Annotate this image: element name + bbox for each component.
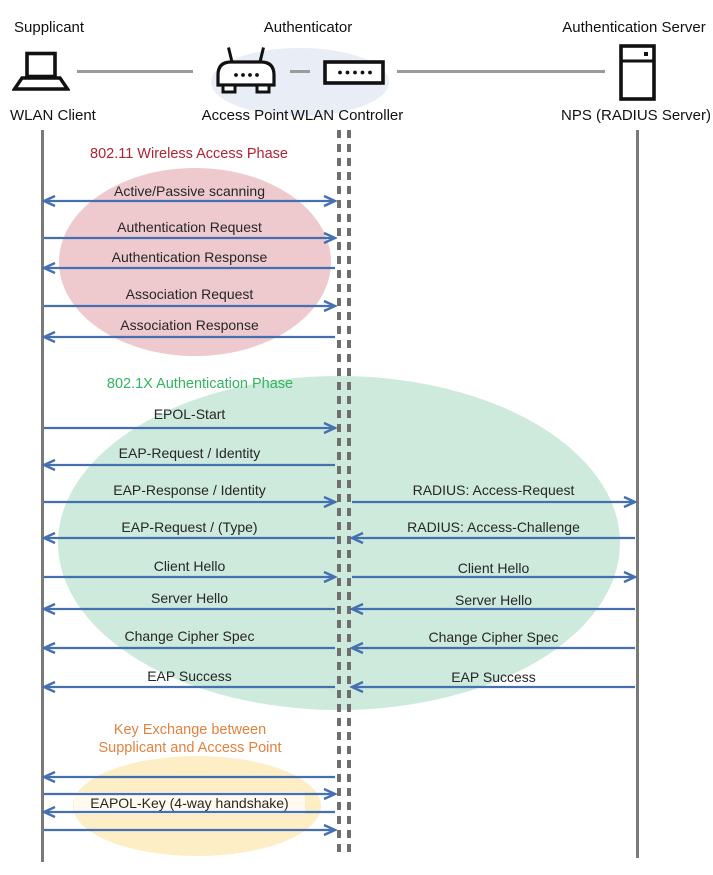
message-label: Server Hello [350,590,637,610]
message-label-text: EAP-Request / Identity [118,445,261,461]
message-label-text: EAP Success [451,669,536,685]
message-label-text: Client Hello [457,560,530,576]
message-label-text: EAP-Request / (Type) [121,519,258,535]
message-label-text: Change Cipher Spec [124,628,255,644]
message-arrow-left [41,602,335,616]
message-label-text: Association Response [120,317,259,333]
message-label-text: Authentication Response [111,249,268,265]
message-label-text: Authentication Request [117,219,262,235]
server-icon [619,44,656,101]
message-label: EAP Success [350,667,637,687]
message-label: Active/Passive scanning [42,181,337,201]
message-label: Client Hello [42,556,337,576]
message-label-text: Server Hello [454,592,533,608]
connector-controller-server [397,70,605,73]
lifeline-tunnel-right [347,130,351,852]
message-label: EAP-Request / (Type) [42,517,337,537]
message-label: Server Hello [42,588,337,608]
message-arrow-right [44,421,338,435]
message-label: Change Cipher Spec [42,626,337,646]
message-arrow-left [349,641,635,655]
message-arrow-left [41,261,335,275]
message-label-text: RADIUS: Access-Request [412,482,575,498]
message-label: Association Response [42,315,337,335]
message-arrow-left [41,531,335,545]
connector-ap-controller [290,70,310,73]
message-label-text: RADIUS: Access-Challenge [407,519,580,535]
message-arrow-right [44,823,338,837]
message-label: Client Hello [350,558,637,578]
phase-title-key-exchange-line2: Supplicant and Access Point [98,740,282,756]
message-label: RADIUS: Access-Challenge [350,517,637,537]
message-label-text: EPOL-Start [153,406,226,422]
node-label-nps: NPS (RADIUS Server) [560,107,712,124]
message-arrow-right [44,495,338,509]
message-label-text: EAPOL-Key (4-way handshake) [74,792,305,814]
message-arrow-left [41,805,335,819]
message-arrow-left [41,770,335,784]
phase-title-key-exchange: Key Exchange between Supplicant and Acce… [99,721,282,757]
message-arrow-right [352,570,638,584]
message-label-text: EAP Success [147,668,232,684]
lifeline-radius-server [636,130,639,858]
phase-title-8021x: 802.1X Authentication Phase [106,376,294,392]
message-arrow-right [352,495,638,509]
message-arrow-left [41,458,335,472]
message-label-text: Active/Passive scanning [114,183,265,199]
message-label: EAP-Response / Identity [42,480,337,500]
message-label-text: Client Hello [153,558,226,574]
message-label: Change Cipher Spec [350,627,637,647]
message-label: Authentication Response [42,247,337,267]
message-label: EAPOL-Key (4-way handshake) [42,792,337,814]
access-point-icon [216,47,276,94]
message-arrow-right [44,231,338,245]
message-label: EAP-Request / Identity [42,443,337,463]
message-arrow-both [41,194,338,208]
lifeline-wlan-client [41,130,44,862]
message-arrow-left [349,602,635,616]
connector-client-ap [77,70,193,73]
phase-title-key-exchange-line1: Key Exchange between [113,722,267,738]
message-label: RADIUS: Access-Request [350,480,637,500]
message-label-text: EAP-Response / Identity [113,482,266,498]
role-authentication-server: Authentication Server [562,19,706,36]
role-authenticator: Authenticator [263,19,353,36]
message-label: Authentication Request [42,217,337,237]
message-arrow-left [349,680,635,694]
message-arrow-left [41,641,335,655]
phase-80211-ellipse [59,168,331,356]
message-arrow-left [349,531,635,545]
laptop-icon [12,51,70,91]
message-label-text: Change Cipher Spec [428,629,559,645]
wlan-controller-icon [323,60,385,85]
node-label-wlan-client: WLAN Client [10,107,96,124]
message-arrow-right [44,570,338,584]
message-label-text: Association Request [125,286,254,302]
message-arrow-right [44,299,338,313]
phase-title-80211: 802.11 Wireless Access Phase [90,146,288,162]
message-arrow-left [41,680,335,694]
node-label-wlan-controller: WLAN Controller [290,107,404,124]
node-label-access-point: Access Point [201,107,289,124]
role-supplicant: Supplicant [14,19,85,36]
message-arrow-left [41,330,335,344]
message-label: Association Request [42,284,337,304]
message-label: EAP Success [42,666,337,686]
message-label: EPOL-Start [42,404,337,424]
lifeline-tunnel-left [337,130,341,852]
message-arrow-right [44,787,338,801]
message-label-text: Server Hello [150,590,229,606]
